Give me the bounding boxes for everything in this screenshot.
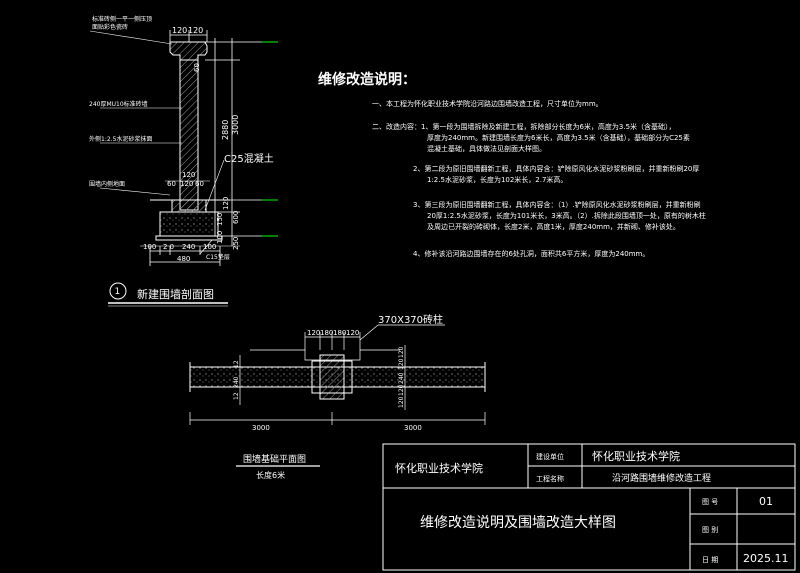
plan-subtitle: 长度6米 — [256, 470, 285, 480]
dim-b20: 2 0 — [163, 243, 174, 251]
tb-drawing-no-value: 01 — [759, 495, 773, 508]
dim-top-120b: 120 — [188, 26, 203, 35]
tb-build-unit-value: 怀化职业技术学院 — [592, 449, 680, 463]
level-marks — [262, 41, 278, 237]
note-ground: 围墙内侧地面 — [89, 180, 125, 188]
tb-date-label: 日 期 — [702, 556, 718, 564]
c15-cushion — [155, 235, 223, 241]
dim-top-120a: 120 — [172, 26, 187, 35]
dim-60-right: 60 — [195, 180, 204, 188]
note-top-2: 面贴彩色瓷砖 — [92, 23, 128, 31]
dim-b480: 480 — [177, 255, 190, 263]
plan-dim-top-3: 180 — [333, 329, 346, 337]
note-wall: 240厚MU10标准砖墙 — [89, 100, 148, 108]
wall-cap — [169, 41, 208, 61]
plan-span-dims — [189, 412, 486, 425]
dim-250: 250 — [232, 237, 240, 250]
note-line-10: 4、修补该沿河路边围墙存在的6处孔洞，面积共6平方米，厚度为240mm。 — [413, 249, 649, 258]
plan-dim-top-2: 180 — [320, 329, 333, 337]
dim-100-low: 100 — [216, 231, 224, 244]
note-line-5: 2、第二段为原旧围墙翻新工程，具体内容含：铲除原风化水泥砂浆粉刷层，并重新粉刷2… — [413, 164, 699, 173]
wall-section-drawing — [140, 41, 240, 247]
plan-title: 围墙基础平面图 — [243, 453, 306, 465]
tb-drawing-no-label: 图 号 — [702, 498, 718, 506]
tb-org: 怀化职业技术学院 — [395, 461, 483, 475]
plan-top-dims — [250, 324, 445, 361]
note-line-9: 及周边已开裂的砖砌体，长度2米，高度1米，厚度240mm，并新砌、修补该处。 — [427, 222, 680, 231]
dim-120-base: 120 — [180, 180, 193, 188]
plan-dim-right-5: 120 — [398, 396, 405, 408]
dim-b100-left: 100 — [143, 243, 156, 251]
plan-dim-left-2: 240 — [233, 376, 240, 388]
note-top-1: 标准砖侧一平一侧压顶 — [92, 15, 152, 23]
concrete-footing — [159, 211, 219, 237]
plan-dim-right-3: 240 — [398, 372, 405, 384]
tb-drawing-title: 维修改造说明及围墙改造大样图 — [420, 515, 616, 531]
dim-600: 600 — [232, 211, 240, 224]
plan-dim-top-1: 120 — [307, 329, 320, 337]
tb-date-value: 2025.11 — [743, 552, 789, 565]
plan-span-left: 3000 — [252, 424, 270, 432]
note-line-1: 一、本工程为怀化职业技术学院沿河路边围墙改造工程，尺寸单位为mm。 — [372, 99, 603, 108]
plan-column — [319, 354, 345, 400]
tb-build-unit-label: 建设单位 — [536, 452, 564, 461]
dim-b240: 240 — [182, 243, 195, 251]
note-c15: C15垫层 — [206, 253, 230, 261]
foundation-plan — [189, 354, 486, 400]
plan-column-label: 370X370砖柱 — [378, 313, 443, 326]
dim-60: 60 — [193, 63, 201, 72]
note-c25: C25混凝土 — [224, 152, 274, 165]
note-line-7: 3、第三段为原旧围墙翻新工程，具体内容含：（1）.铲除原风化水泥砂浆粉刷层，并重… — [413, 200, 701, 209]
note-line-3: 厚度为240mm。新建围墙长度为6米长，高度为3.5米（含基础），基础部分为C2… — [427, 133, 690, 142]
note-line-2: 二、改造内容：1、第一段为围墙拆除及新建工程，拆除部分长度为6米，高度为3.5米… — [372, 122, 676, 131]
notes-title: 维修改造说明： — [318, 71, 416, 88]
section-top-dims — [169, 30, 208, 42]
plan-dim-left-1: 12 — [233, 360, 240, 368]
tb-project-value: 沿河路围墙维修改造工程 — [612, 472, 711, 484]
section-number-circle — [109, 282, 127, 300]
plan-dim-left-3: 12 — [233, 392, 240, 400]
dim-120-low: 120 — [222, 197, 230, 210]
section-vertical-dims — [205, 38, 262, 246]
plan-dim-right-1: 120 — [398, 346, 405, 358]
notes-body: 一、本工程为怀化职业技术学院沿河路边围墙改造工程，尺寸单位为mm。 二、改造内容… — [372, 99, 706, 258]
dim-150: 150 — [216, 213, 224, 226]
note-outside: 外侧1:2.5水泥砂浆抹面 — [89, 135, 152, 143]
note-line-6: 1:2.5水泥砂浆，长度为102米长，2.7米高。 — [427, 175, 567, 184]
wall-base-step — [171, 199, 207, 213]
note-line-4: 混凝土基础，具体做法见剖面大样图。 — [427, 144, 546, 153]
dim-2880: 2880 — [221, 120, 230, 140]
plan-dim-right-4: 120 — [398, 384, 405, 396]
plan-dim-top-4: 120 — [346, 329, 359, 337]
dim-3000: 3000 — [231, 115, 240, 135]
section-title: 新建围墙剖面图 — [137, 287, 214, 301]
plan-dim-right-2: 120 — [398, 358, 405, 370]
tb-drawing-type-label: 图 别 — [702, 525, 718, 534]
plan-span-right: 3000 — [404, 424, 422, 432]
note-line-8: 20厚1:2.5水泥砂浆，长度为101米长，3米高。（2）.拆除此段围墙顶一处，… — [427, 211, 706, 220]
section-bottom-dims — [149, 246, 221, 266]
title-block — [382, 443, 796, 571]
dim-b100-right: 100 — [203, 243, 216, 251]
section-number: 1 — [115, 287, 121, 297]
dim-60-left: 60 — [167, 180, 176, 188]
section-leaders — [89, 30, 225, 255]
tb-project-label: 工程名称 — [536, 474, 564, 483]
dim-120-mid: 120 — [182, 171, 195, 179]
